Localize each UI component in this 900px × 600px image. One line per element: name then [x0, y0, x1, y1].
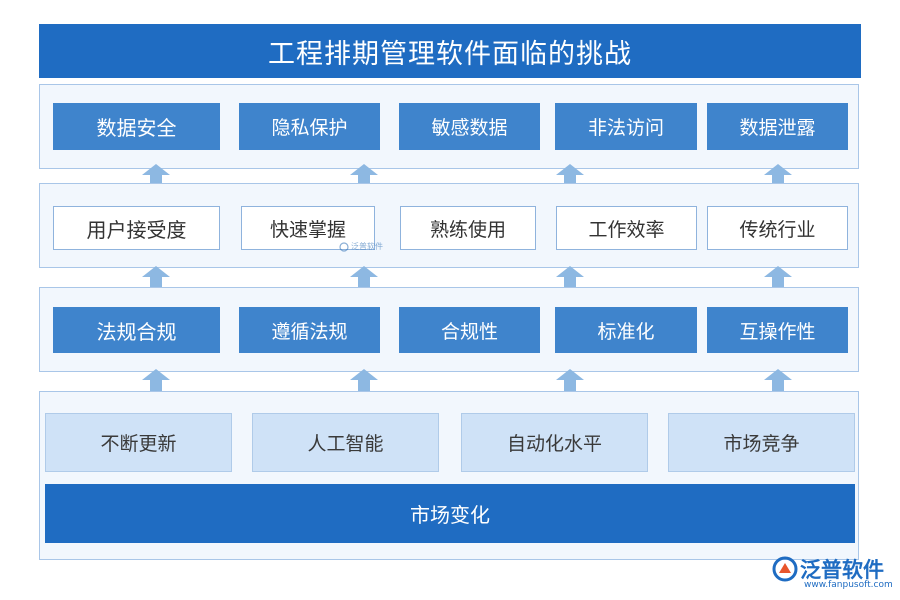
layer-2-item: 工作效率 [556, 206, 697, 250]
foundation-bar: 市场变化 [45, 484, 855, 543]
up-arrow-icon [764, 164, 792, 188]
layer-2-item: 快速掌握 [241, 206, 375, 250]
watermark: 泛普软件 [339, 241, 383, 252]
brand-url: www.fanpusoft.com [804, 580, 893, 590]
layer-1-item: 敏感数据 [399, 103, 540, 150]
diagram-title: 工程排期管理软件面临的挑战 [39, 24, 861, 78]
up-arrow-icon [142, 164, 170, 188]
up-arrow-icon [764, 369, 792, 393]
watermark-logo-icon [339, 241, 349, 252]
up-arrow-icon [350, 164, 378, 188]
layer-3-item: 合规性 [399, 307, 540, 353]
brand-name: 泛普软件 [800, 558, 884, 582]
up-arrow-icon [350, 369, 378, 393]
layer-4-item: 人工智能 [252, 413, 439, 472]
layer-2-item: 用户接受度 [53, 206, 220, 250]
layer-3-item: 互操作性 [707, 307, 848, 353]
layer-1-item: 数据泄露 [707, 103, 848, 150]
up-arrow-icon [142, 369, 170, 393]
layer-1-item: 隐私保护 [239, 103, 380, 150]
layer-1-item: 非法访问 [555, 103, 697, 150]
layer-4-item: 市场竞争 [668, 413, 855, 472]
layer-3-item: 法规合规 [53, 307, 220, 353]
fanpu-logo-icon [772, 556, 798, 582]
layer-1-item: 数据安全 [53, 103, 220, 150]
up-arrow-icon [764, 266, 792, 290]
up-arrow-icon [556, 164, 584, 188]
up-arrow-icon [556, 266, 584, 290]
layer-4-item: 不断更新 [45, 413, 232, 472]
layer-4-item: 自动化水平 [461, 413, 648, 472]
up-arrow-icon [350, 266, 378, 290]
watermark-text: 泛普软件 [351, 242, 383, 251]
layer-3-item: 标准化 [555, 307, 697, 353]
up-arrow-icon [556, 369, 584, 393]
layer-2-item: 熟练使用 [400, 206, 536, 250]
layer-3-item: 遵循法规 [239, 307, 380, 353]
brand-logo: 泛普软件 www.fanpusoft.com [770, 552, 896, 594]
up-arrow-icon [142, 266, 170, 290]
layer-2-item: 传统行业 [707, 206, 848, 250]
